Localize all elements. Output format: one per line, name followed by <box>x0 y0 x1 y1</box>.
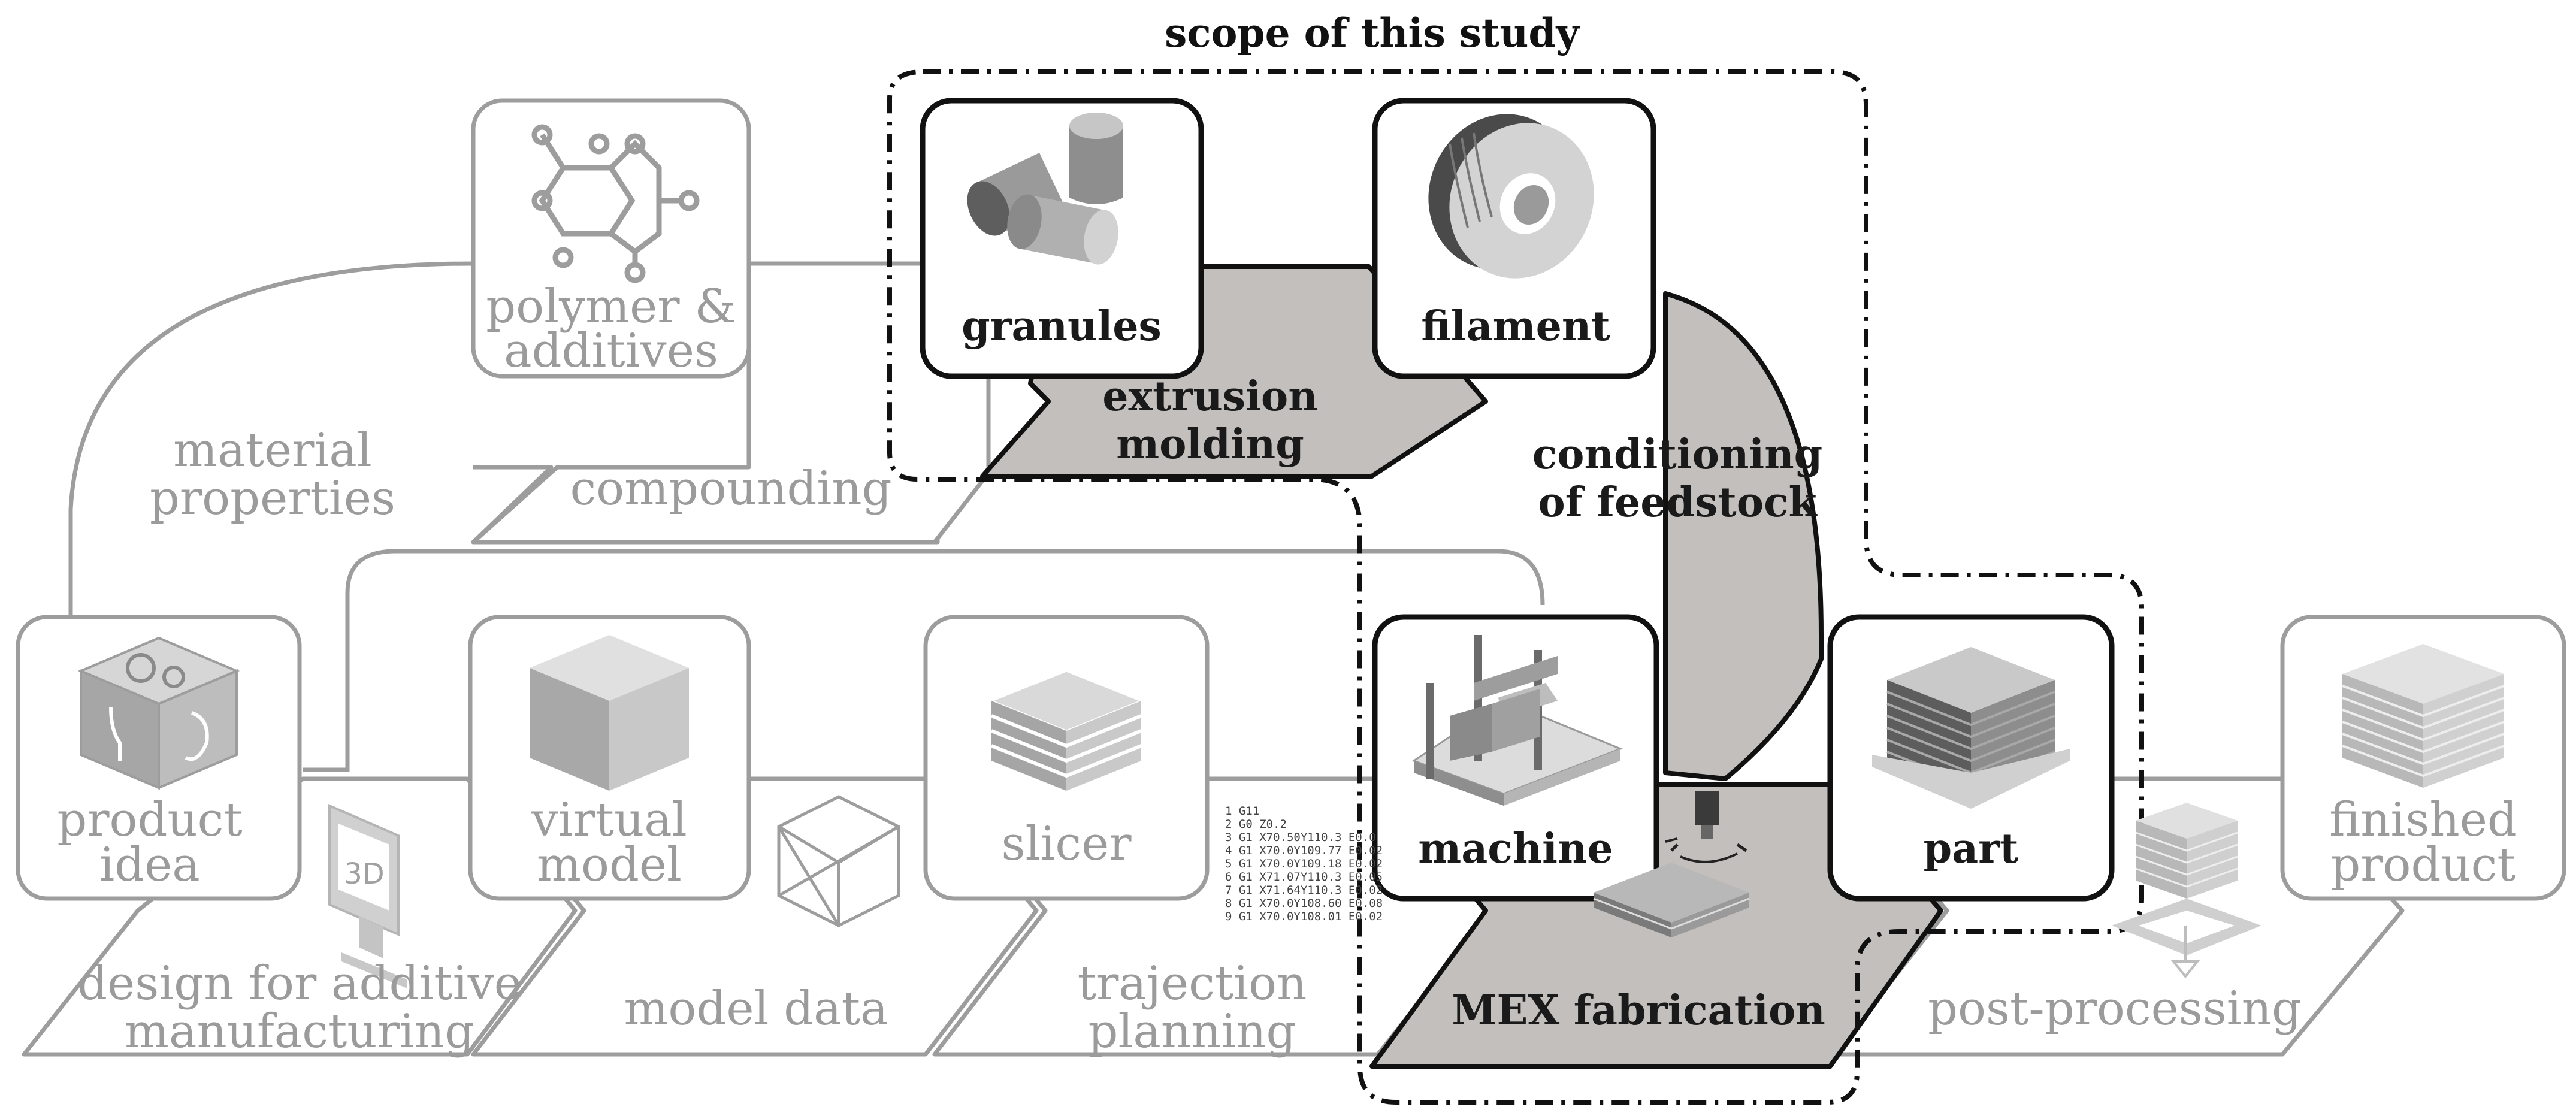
box-polymer-additives <box>471 98 751 379</box>
process-conditioning-line1: conditioning <box>1532 431 1822 479</box>
process-post-processing: post-processing <box>1928 982 2302 1036</box>
box-granules-label: granules <box>962 303 1162 350</box>
gcode-line-3: 3 G1 X70.50Y110.3 E0.0 <box>1225 831 1376 844</box>
box-virtual-model-line2: model <box>537 838 682 892</box>
process-compounding: compounding <box>570 462 891 516</box>
process-extrusion-line1: extrusion <box>1102 373 1317 421</box>
box-polymer-line2: additives <box>504 324 718 378</box>
idea-cube-icon <box>77 636 240 790</box>
molecule-icon <box>531 124 700 283</box>
print-nozzle-icon <box>1593 791 1750 937</box>
box-finished-product-line2: product <box>2330 838 2515 892</box>
process-model-data: model data <box>624 982 888 1036</box>
connector-idea-to-machine <box>303 549 1545 772</box>
gcode-line-2: 2 G0 Z0.2 <box>1225 818 1287 831</box>
gcode-line-7: 7 G1 X71.64Y110.3 E0.02 <box>1225 884 1383 897</box>
box-polymer-line1: polymer & <box>486 280 736 334</box>
gcode-listing: 1 G11 2 G0 Z0.2 3 G1 X70.50Y110.3 E0.0 4… <box>1225 805 1383 923</box>
box-product-idea-line2: idea <box>99 838 200 892</box>
scope-of-study-outline <box>887 69 2144 1105</box>
cube-icon <box>530 635 689 791</box>
filament-spool-icon <box>1428 114 1594 279</box>
process-mex-fabrication: MEX fabrication <box>1452 987 1825 1035</box>
gcode-line-4: 4 G1 X70.0Y109.77 E0.02 <box>1225 844 1383 857</box>
process-design-am-line2: manufacturing <box>125 1005 474 1058</box>
scope-title: scope of this study <box>1165 10 1580 56</box>
printer-machine-icon <box>1411 635 1623 806</box>
monitor-3d-text: 3D <box>344 857 385 891</box>
box-finished-product-line1: finished <box>2329 793 2517 847</box>
box-filament-label: filament <box>1421 303 1610 350</box>
process-design-am-line1: design for additive <box>77 957 522 1011</box>
layers-icon <box>988 670 1144 791</box>
box-slicer-label: slicer <box>1001 817 1132 871</box>
flow-design-am <box>22 776 578 1057</box>
box-part-label: part <box>1924 825 2019 873</box>
box-machine-label: machine <box>1418 825 1613 873</box>
gcode-line-8: 8 G1 X70.0Y108.60 E0.08 <box>1225 897 1383 910</box>
flow-conditioning <box>1663 291 1824 781</box>
finished-stack-icon <box>2342 644 2505 788</box>
monitor-3d-icon: 3D <box>328 803 407 988</box>
box-product-idea-line1: product <box>57 793 242 847</box>
gcode-line-5: 5 G1 X70.0Y109.18 E0.02 <box>1225 857 1383 870</box>
gcode-line-6: 6 G1 X71.07Y110.3 E0.05 <box>1225 870 1383 884</box>
process-trajection-line1: trajection <box>1078 957 1307 1011</box>
wireframe-cube-icon <box>777 795 900 927</box>
granules-icon <box>967 113 1123 265</box>
post-processing-icon <box>2112 803 2261 979</box>
process-trajection-line2: planning <box>1089 1005 1296 1058</box>
connector-idea-to-polymer <box>68 261 474 617</box>
part-stack-icon <box>1872 647 2070 809</box>
process-material-line2: properties <box>150 471 395 525</box>
process-material-line1: material <box>173 424 372 477</box>
gcode-line-1: 1 G11 <box>1225 805 1259 818</box>
process-extrusion-line2: molding <box>1116 421 1304 468</box>
process-conditioning-line2: of feedstock <box>1538 479 1818 527</box>
box-virtual-model-line1: virtual <box>531 793 687 847</box>
gcode-line-9: 9 G1 X70.0Y108.01 E0.02 <box>1225 910 1383 923</box>
